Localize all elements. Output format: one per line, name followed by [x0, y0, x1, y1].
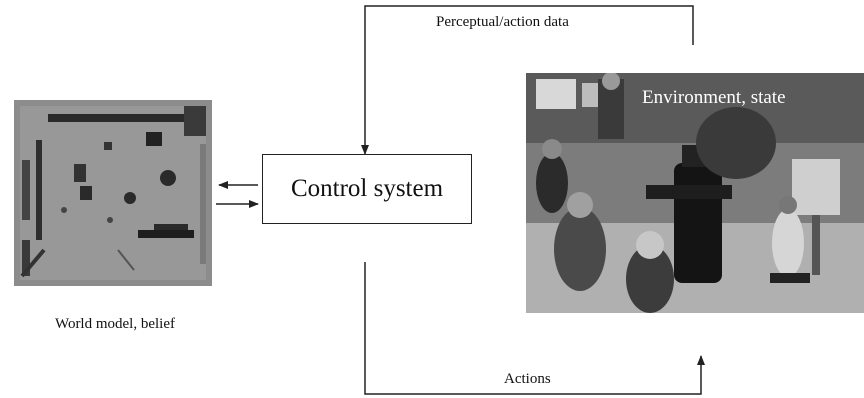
control-system-node: Control system — [262, 154, 472, 224]
environment-photo: Environment, state — [526, 73, 864, 313]
actions-connector — [364, 262, 705, 395]
control-system-label: Control system — [290, 175, 444, 202]
actions-label: Actions — [504, 371, 551, 387]
world-model-map-image — [14, 100, 212, 286]
environment-label: Environment, state — [642, 87, 786, 108]
perceptual-data-label: Perceptual/action data — [436, 14, 569, 30]
perceptual-data-connector — [361, 5, 694, 155]
world-model-label: World model, belief — [54, 316, 175, 332]
